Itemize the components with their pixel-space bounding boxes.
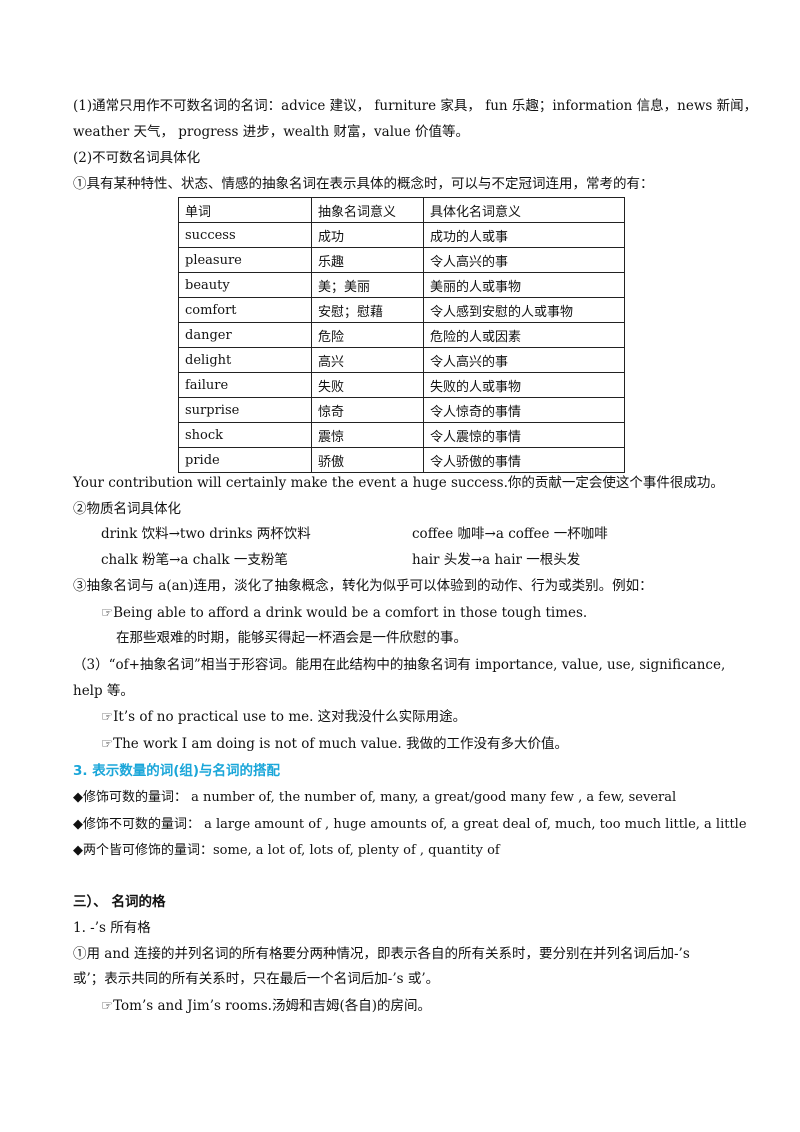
- table-cell: 危险: [311, 322, 424, 348]
- example-sentence-use: ☞It’s of no practical use to me. 这对我没什么实…: [101, 709, 467, 725]
- subheading-possessive: 1. -’s 所有格: [73, 920, 151, 936]
- table-cell: 失败的人或事物: [423, 372, 625, 398]
- paragraph-abstract-with-article: ③抽象名词与 a(an)连用，淡化了抽象概念，转化为似乎可以体验到的动作、行为或…: [73, 578, 653, 594]
- table-cell: shock: [178, 422, 312, 448]
- table-cell: beauty: [178, 272, 312, 298]
- table-cell: 惊奇: [311, 397, 424, 423]
- table-cell: failure: [178, 372, 312, 398]
- table-cell: 美；美丽: [311, 272, 424, 298]
- table-cell: 令人震惊的事情: [423, 422, 625, 448]
- table-cell: success: [178, 222, 312, 248]
- bullet-countable-quantifiers: ◆修饰可数的量词： a number of, the number of, ma…: [73, 790, 677, 805]
- section-heading-quantifiers: 3. 表示数量的词(组)与名词的搭配: [73, 763, 281, 779]
- table-cell: danger: [178, 322, 312, 348]
- example-coffee: coffee 咖啡→a coffee 一杯咖啡: [412, 526, 608, 542]
- example-translation-comfort: 在那些艰难的时期，能够买得起一杯酒会是一件欣慰的事。: [116, 630, 467, 646]
- bullet-uncountable-quantifiers: ◆修饰不可数的量词： a large amount of , huge amou…: [73, 817, 747, 832]
- example-sentence-comfort: ☞Being able to afford a drink would be a…: [101, 605, 588, 621]
- table-header-cell: 单词: [178, 197, 312, 223]
- table-cell: 危险的人或因素: [423, 322, 625, 348]
- table-header-row: 单词 抽象名词意义 具体化名词意义: [178, 197, 625, 223]
- section-heading-noun-case: 三）、 名词的格: [73, 894, 166, 910]
- table-cell: 失败: [311, 372, 424, 398]
- table-cell: pride: [178, 447, 312, 473]
- table-cell: 美丽的人或事物: [423, 272, 625, 298]
- example-hair: hair 头发→a hair 一根头发: [412, 552, 581, 568]
- table-cell: surprise: [178, 397, 312, 423]
- table-cell: pleasure: [178, 247, 312, 273]
- paragraph-abstract-nouns: ①具有某种特性、状态、情感的抽象名词在表示具体的概念时，可以与不定冠词连用，常考…: [73, 176, 654, 192]
- table-cell: 令人高兴的事: [423, 347, 625, 373]
- table-cell: 高兴: [311, 347, 424, 373]
- table-cell: 令人骄傲的事情: [423, 447, 625, 473]
- example-drink: drink 饮料→two drinks 两杯饮料: [101, 526, 311, 542]
- example-sentence-success: Your contribution will certainly make th…: [73, 475, 724, 491]
- table-header-cell: 具体化名词意义: [423, 197, 625, 223]
- table-cell: 成功的人或事: [423, 222, 625, 248]
- table-cell: 乐趣: [311, 247, 424, 273]
- table-cell: 令人高兴的事: [423, 247, 625, 273]
- paragraph-possessive-rule-cont: 或’；表示共同的所有关系时，只在最后一个名词后加-’s 或’。: [73, 971, 440, 987]
- example-chalk: chalk 粉笔→a chalk 一支粉笔: [101, 552, 288, 568]
- paragraph-uncountable-nouns: (1)通常只用作不可数名词的名词：advice 建议， furniture 家具…: [73, 98, 758, 114]
- example-sentence-value: ☞The work I am doing is not of much valu…: [101, 736, 568, 752]
- table-header-cell: 抽象名词意义: [311, 197, 424, 223]
- table-cell: 骄傲: [311, 447, 424, 473]
- paragraph-of-abstract-noun-cont: help 等。: [73, 683, 134, 699]
- paragraph-possessive-rule: ①用 and 连接的并列名词的所有格要分两种情况，即表示各自的所有关系时，要分别…: [73, 946, 690, 962]
- table-cell: 安慰；慰藉: [311, 297, 424, 323]
- paragraph-of-abstract-noun: （3）“of+抽象名词”相当于形容词。能用在此结构中的抽象名词有 importa…: [73, 657, 726, 673]
- table-cell: 令人感到安慰的人或事物: [423, 297, 625, 323]
- section-heading-concretization: (2)不可数名词具体化: [73, 150, 201, 166]
- section-heading-material-nouns: ②物质名词具体化: [73, 501, 181, 517]
- table-cell: 令人惊奇的事情: [423, 397, 625, 423]
- example-sentence-rooms: ☞Tom’s and Jim’s rooms.汤姆和吉姆(各自)的房间。: [101, 998, 431, 1014]
- table-cell: delight: [178, 347, 312, 373]
- table-cell: comfort: [178, 297, 312, 323]
- paragraph-uncountable-nouns-cont: weather 天气， progress 进步，wealth 财富，value …: [73, 124, 469, 140]
- table-cell: 成功: [311, 222, 424, 248]
- bullet-both-quantifiers: ◆两个皆可修饰的量词：some, a lot of, lots of, plen…: [73, 843, 500, 858]
- table-cell: 震惊: [311, 422, 424, 448]
